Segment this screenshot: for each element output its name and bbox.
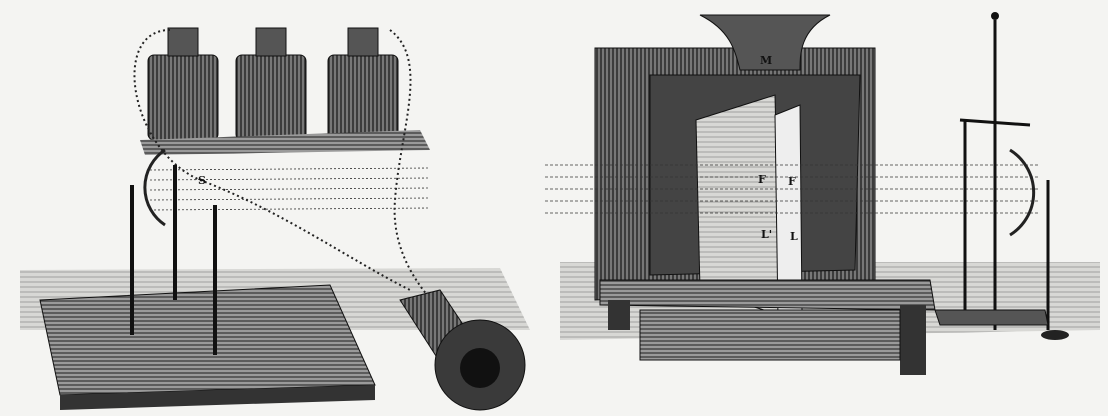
label-m: M	[760, 54, 772, 67]
wire	[389, 29, 451, 321]
label-l-prime: L'	[761, 228, 772, 241]
label-l: L	[790, 230, 798, 243]
funnel	[699, 14, 831, 71]
wire	[133, 29, 411, 291]
battery-cells	[140, 27, 430, 155]
base-board	[39, 284, 376, 396]
reflector	[143, 148, 166, 227]
left-apparatus: S	[20, 27, 530, 411]
reflector	[1009, 148, 1036, 237]
label-f: F	[758, 173, 766, 186]
label-s: S	[198, 174, 206, 187]
lamp-tube	[399, 289, 526, 411]
box-table	[599, 279, 936, 311]
label-f-second: F	[788, 175, 796, 188]
right-apparatus: M F F L' L	[545, 12, 1100, 375]
